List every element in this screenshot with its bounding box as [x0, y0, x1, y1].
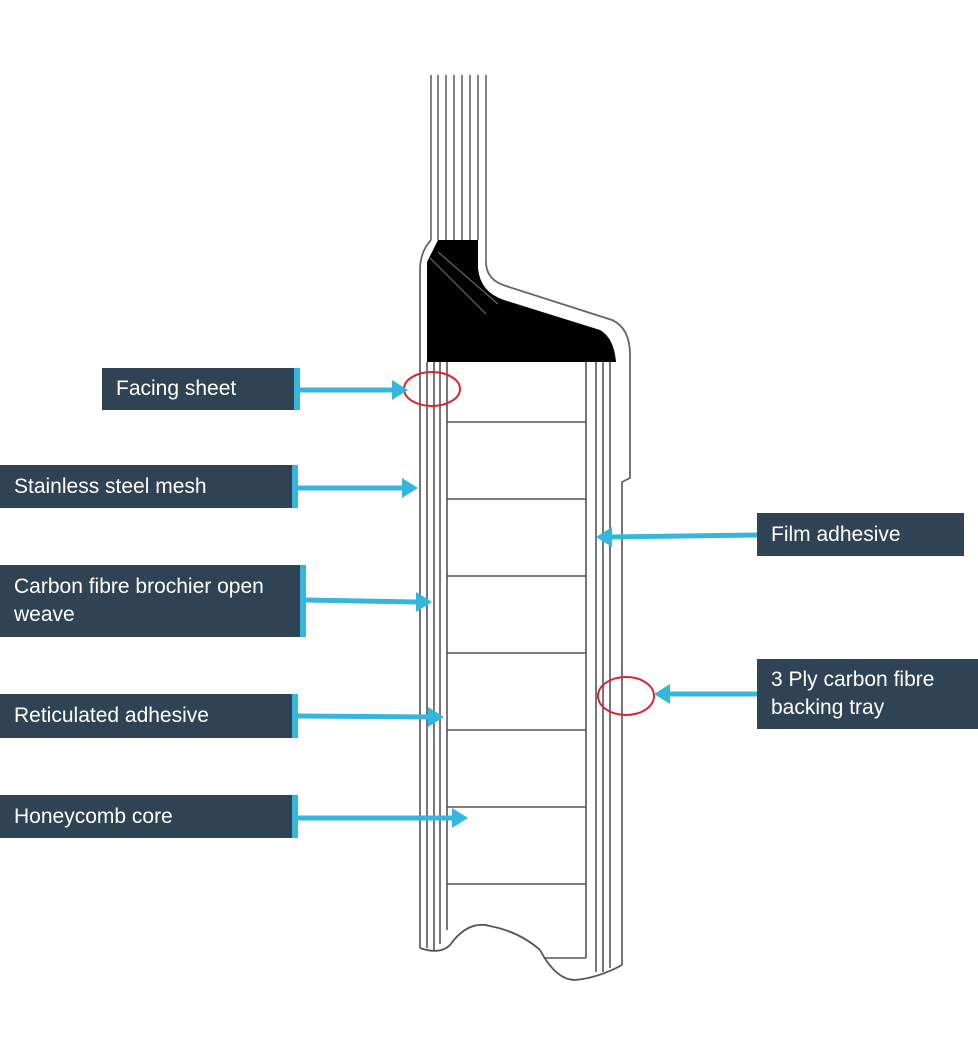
label-stainless-steel-mesh: Stainless steel mesh: [0, 465, 298, 508]
label-reticulated-adhesive: Reticulated adhesive: [0, 694, 298, 738]
label-film-adhesive-text: Film adhesive: [771, 522, 901, 546]
arrow-reticulated-adhesive-head: [428, 707, 444, 727]
top-flange: [430, 75, 487, 262]
facing-sheet-highlight-circle: [403, 371, 461, 407]
arrow-film-adhesive: [611, 532, 758, 540]
arrow-honeycomb-core-head: [452, 808, 468, 828]
arrow-carbon-fibre-brochier: [305, 597, 417, 605]
label-backing-tray-text: 3 Ply carbon fibre backing tray: [771, 668, 935, 719]
label-backing-tray: 3 Ply carbon fibre backing tray: [757, 659, 978, 729]
arrow-backing-tray-head: [654, 684, 670, 704]
backing-tray-highlight-circle: [597, 676, 655, 716]
arrow-facing-sheet-head: [392, 380, 408, 400]
label-honeycomb-core: Honeycomb core: [0, 795, 298, 838]
arrow-stainless-steel-mesh-head: [402, 478, 418, 498]
arrow-film-adhesive-head: [596, 527, 612, 547]
callout-arrows: [297, 380, 758, 828]
label-facing-sheet: Facing sheet: [102, 368, 300, 410]
label-stainless-steel-mesh-text: Stainless steel mesh: [14, 474, 207, 498]
transition-outline: [419, 239, 631, 965]
bottom-break-line: [419, 924, 623, 981]
label-carbon-fibre-brochier-text: Carbon fibre brochier open weave: [14, 575, 264, 626]
honeycomb-cell-walls: [447, 421, 586, 959]
transition-inner-lines: [429, 251, 499, 315]
label-honeycomb-core-text: Honeycomb core: [14, 804, 173, 828]
arrow-carbon-fibre-brochier-head: [416, 592, 432, 612]
left-skin-lines: [426, 362, 448, 950]
label-carbon-fibre-brochier: Carbon fibre brochier open weave: [0, 565, 306, 637]
label-reticulated-adhesive-text: Reticulated adhesive: [14, 704, 209, 727]
right-skin-lines: [585, 362, 611, 972]
arrow-reticulated-adhesive: [297, 713, 429, 720]
label-facing-sheet-text: Facing sheet: [116, 377, 237, 400]
transition-black-fill: [427, 240, 616, 362]
label-film-adhesive: Film adhesive: [757, 513, 964, 556]
